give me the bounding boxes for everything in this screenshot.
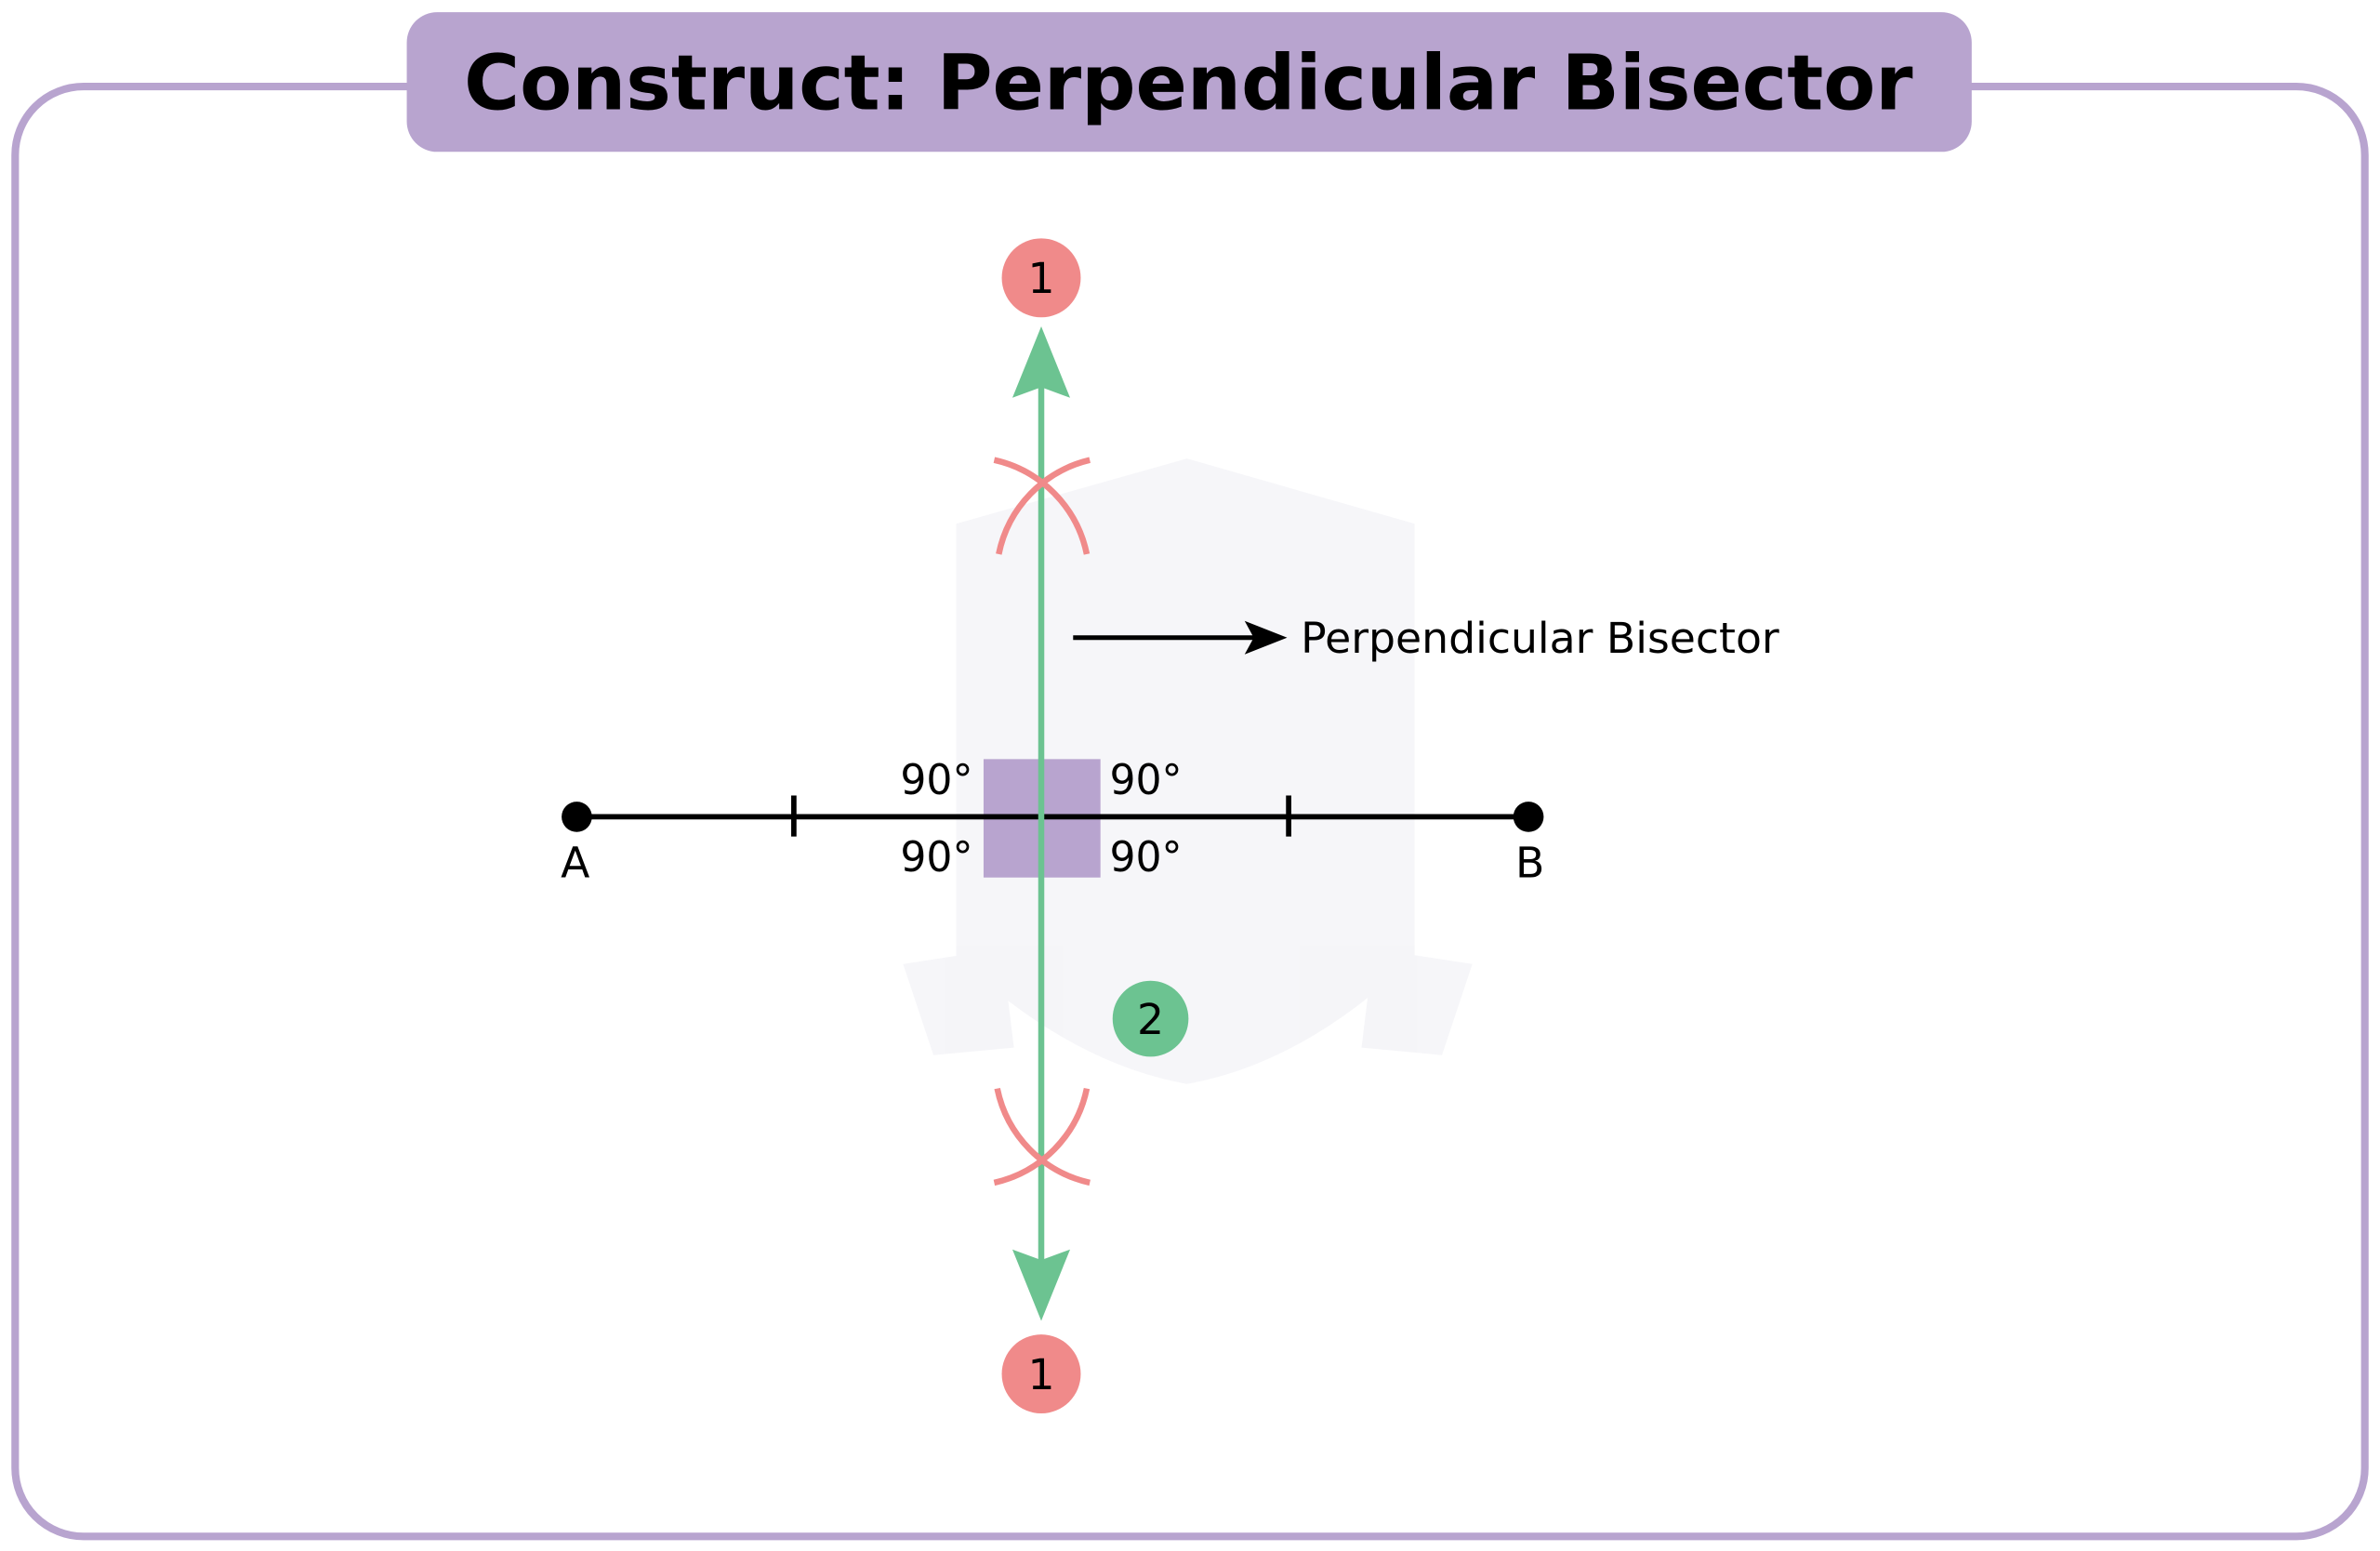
title-banner — [406, 12, 1972, 152]
watermark-shield — [903, 458, 1473, 1084]
page-title: Construct: Perpendicular Bisector — [464, 40, 1913, 128]
angle-top-right: 90° — [1109, 757, 1182, 804]
step-marker-top — [1001, 238, 1081, 318]
angle-bottom-right: 90° — [1109, 834, 1182, 882]
annotation-label: Perpendicular Bisector — [1301, 614, 1779, 663]
compass-arc-bottom-1 — [994, 1087, 1091, 1186]
step-marker-middle — [1112, 980, 1189, 1057]
angle-top-left: 90° — [900, 757, 972, 804]
label-a: A — [561, 839, 589, 888]
compass-arc-top-1 — [996, 457, 1091, 555]
step-label-middle: 2 — [1137, 995, 1164, 1044]
arrowhead-up-icon — [1012, 326, 1071, 398]
point-b — [1513, 802, 1544, 832]
step-marker-bottom — [1001, 1334, 1081, 1414]
compass-arc-top-2 — [993, 457, 1091, 555]
step-label-bottom: 1 — [1027, 1350, 1054, 1399]
arrowhead-down-icon — [1012, 1249, 1071, 1321]
label-b: B — [1515, 839, 1544, 888]
step-label-top: 1 — [1027, 254, 1054, 303]
annotation-arrowhead-icon — [1244, 620, 1288, 655]
point-a — [562, 802, 592, 832]
compass-arc-bottom-2 — [993, 1087, 1091, 1186]
angle-bottom-left: 90° — [900, 834, 972, 882]
